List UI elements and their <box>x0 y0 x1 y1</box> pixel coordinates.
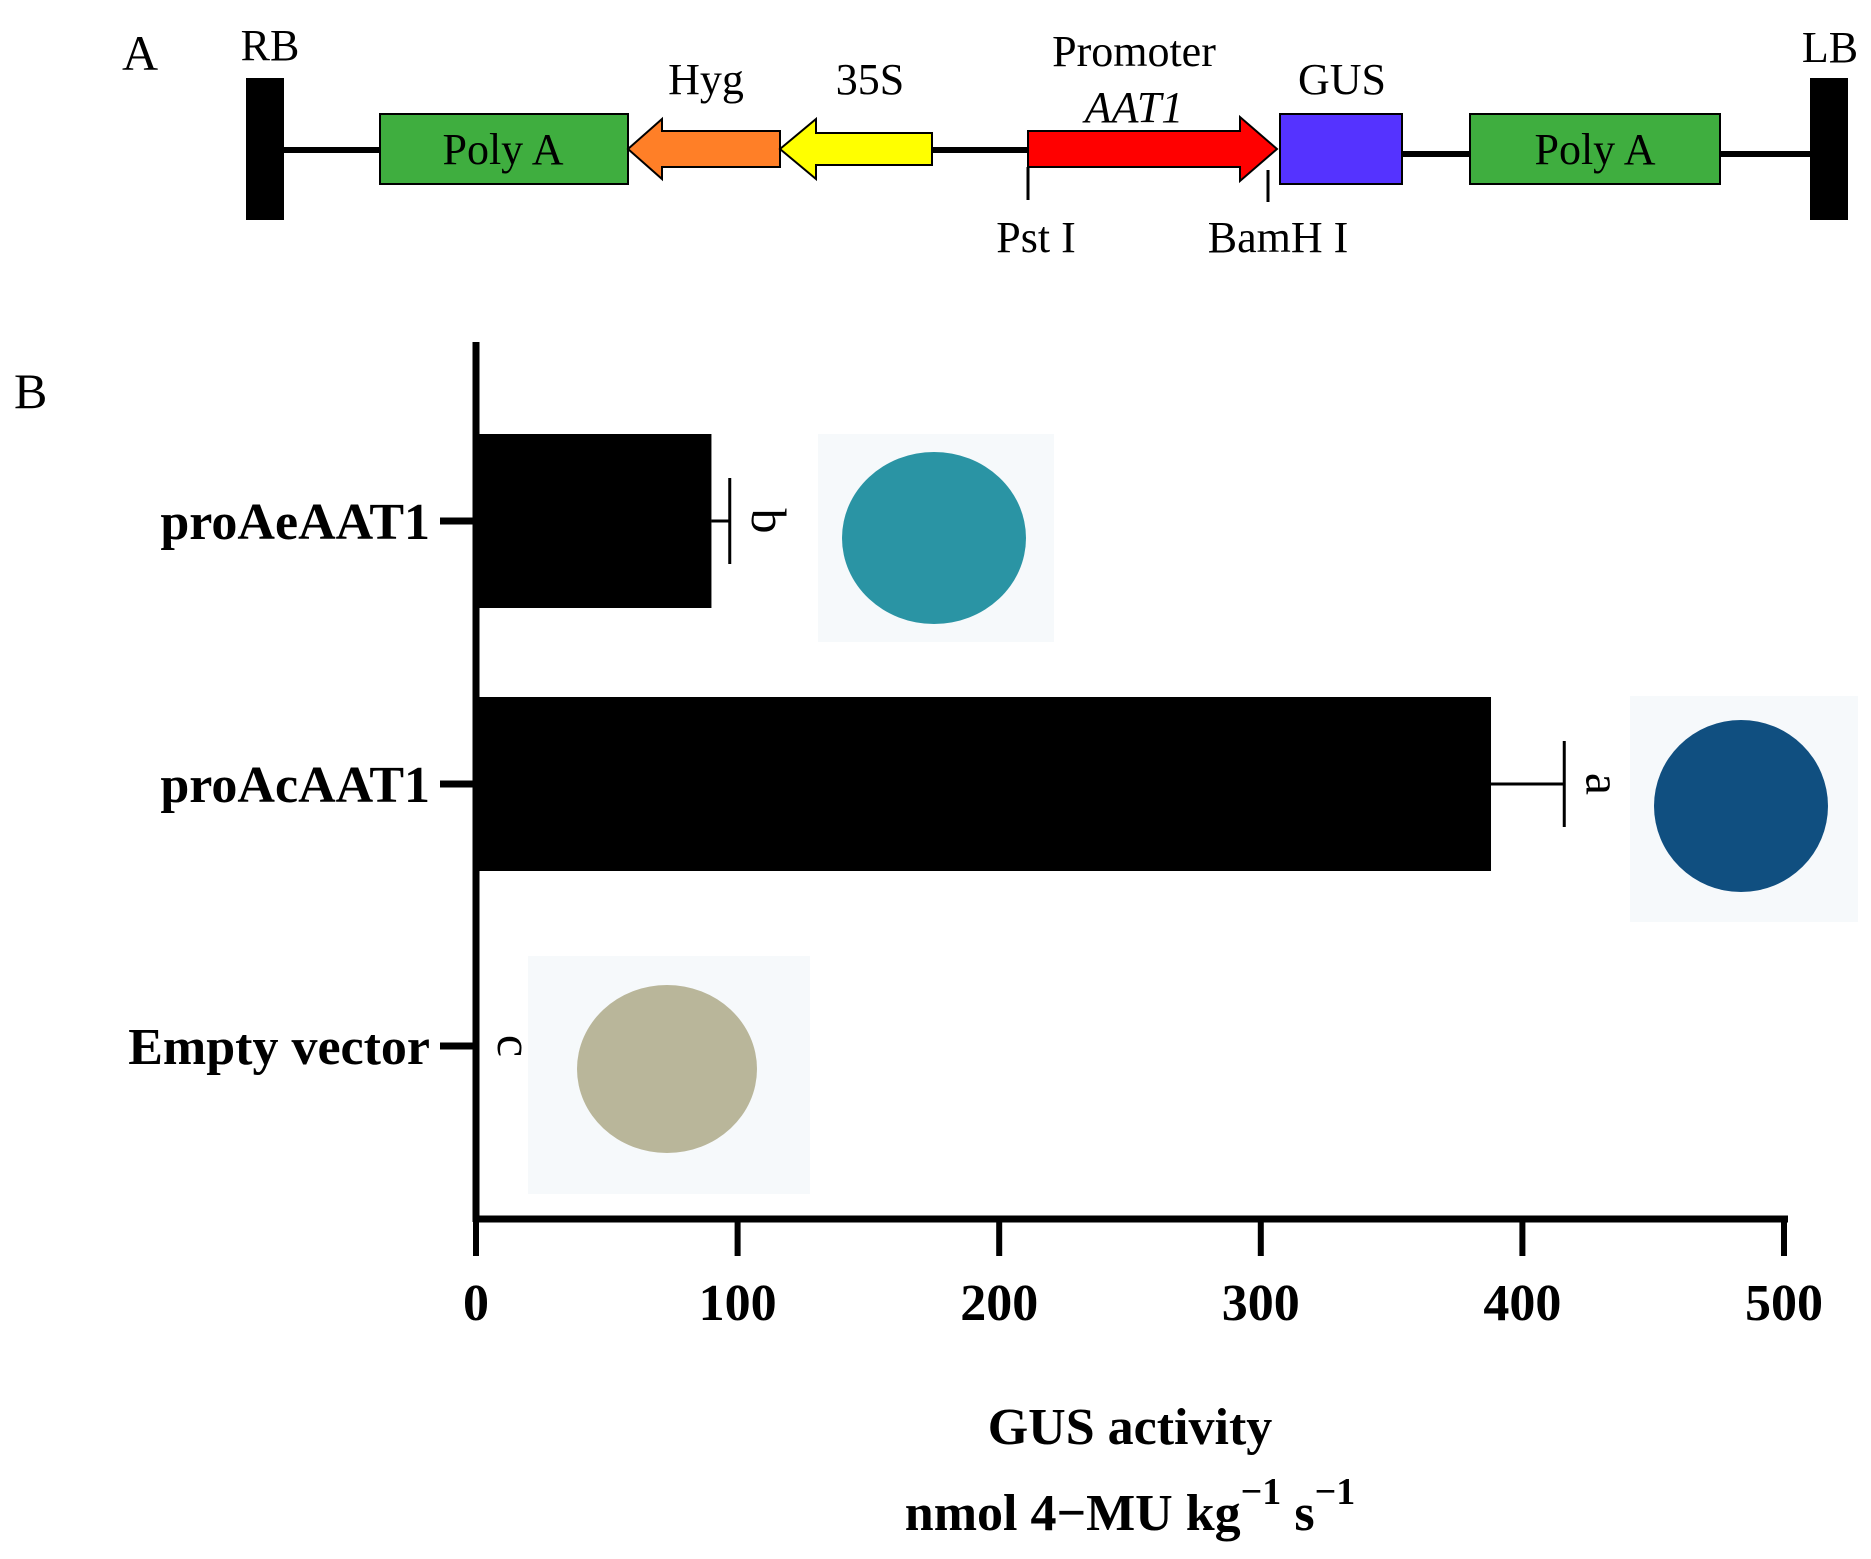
hyg-arrow <box>626 116 781 182</box>
stain-disc-proAcAAT1 <box>1654 720 1828 892</box>
x-tick-label-0: 0 <box>463 1275 489 1332</box>
promoter-gene-label: AAT1 <box>1082 83 1184 132</box>
x-tick-label-4: 400 <box>1483 1275 1561 1332</box>
polya-right-label: Poly A <box>1534 125 1655 174</box>
x-axis-unit: nmol 4−MU kg <box>905 1485 1241 1542</box>
bar-chart: B b a c 0 100 200 300 400 500 proAeAAT1 proAcAAT… <box>14 342 1858 1542</box>
pst-label: Pst I <box>996 213 1075 262</box>
s35-arrow <box>778 116 933 182</box>
s35-label: 35S <box>836 55 904 104</box>
stain-image-proAcAAT1 <box>1630 696 1858 922</box>
panel-b-label: B <box>14 363 47 419</box>
category-label-0: proAeAAT1 <box>160 494 430 551</box>
bamh-label: BamH I <box>1208 213 1349 262</box>
construct-diagram: A RB LB Poly A Hyg 35S Promoter AAT1 GUS… <box>122 21 1858 262</box>
hyg-label: Hyg <box>668 55 744 104</box>
gus-box <box>1279 113 1403 185</box>
panel-a-label: A <box>122 25 158 81</box>
lb-border <box>1810 78 1848 220</box>
polya-left-label: Poly A <box>442 125 563 174</box>
significance-label-2: c <box>487 1035 543 1057</box>
x-axis-unit-s: s <box>1281 1485 1314 1542</box>
x-axis-title-line1: GUS activity <box>988 1399 1273 1456</box>
significance-label-1: a <box>1575 773 1631 795</box>
x-tick-label-5: 500 <box>1745 1275 1823 1332</box>
stain-image-empty-vector <box>528 956 810 1194</box>
x-axis-unit-sup1: −1 <box>1241 1471 1282 1513</box>
polya-left-box <box>379 113 629 185</box>
category-label-2: Empty vector <box>128 1019 430 1076</box>
x-axis-unit-sup2: −1 <box>1315 1471 1356 1513</box>
category-label-1: proAcAAT1 <box>160 757 430 814</box>
lb-label: LB <box>1802 23 1858 72</box>
rb-label: RB <box>241 21 300 70</box>
x-tick-label-3: 300 <box>1222 1275 1300 1332</box>
significance-label-0: b <box>741 509 797 534</box>
stain-disc-empty-vector <box>577 985 757 1153</box>
polya-right-box <box>1469 113 1721 185</box>
promoter-arrow <box>1027 114 1279 184</box>
x-axis-title-line2: nmol 4−MU kg−1 s−1 <box>905 1471 1355 1542</box>
x-ticks-group: 0 100 200 300 400 500 <box>463 1219 1823 1332</box>
bar-1 <box>476 697 1492 871</box>
stain-disc-proAeAAT1 <box>842 452 1026 624</box>
bar-0 <box>476 434 712 608</box>
bars-group: b a c <box>476 434 1631 1057</box>
x-tick-label-1: 100 <box>699 1275 777 1332</box>
promoter-label: Promoter <box>1052 27 1216 76</box>
stain-image-proAeAAT1 <box>818 434 1054 642</box>
rb-border <box>246 78 284 220</box>
x-tick-label-2: 200 <box>960 1275 1038 1332</box>
gus-label: GUS <box>1298 55 1386 104</box>
